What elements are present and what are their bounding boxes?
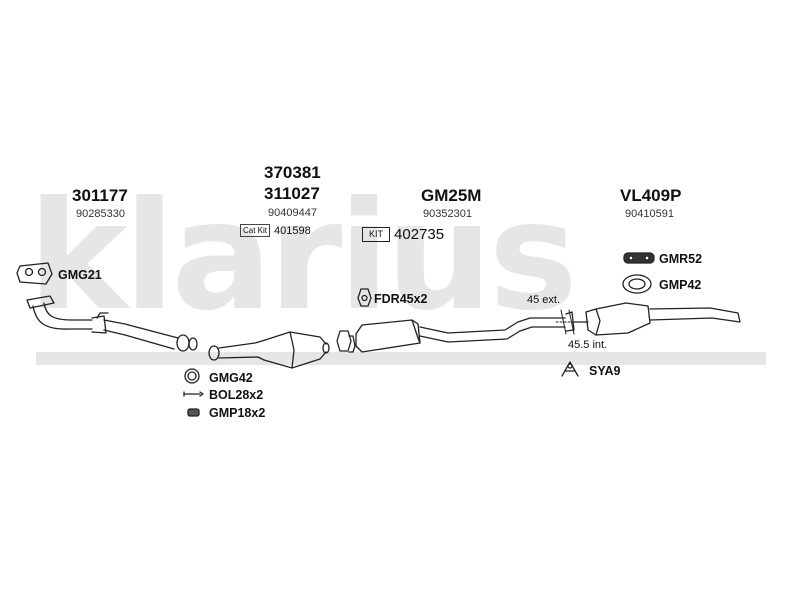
watermark-logo: klarius	[28, 170, 578, 344]
annotation-int: 45.5 int.	[568, 339, 608, 351]
dimension-marker	[555, 309, 581, 335]
accessory-gmp42[interactable]: GMP42	[659, 278, 702, 292]
catkit-number: 401598	[274, 224, 311, 237]
gasket-ring-icon-gmg42	[184, 368, 200, 384]
accessory-gmg42[interactable]: GMG42	[209, 371, 253, 385]
accessory-gmp18[interactable]: GMP18x2	[209, 406, 266, 420]
catkit-label: Cat Kit	[240, 224, 271, 237]
annotation-ext: 45 ext.	[527, 294, 561, 306]
flange-icon-fdr45	[336, 288, 372, 353]
bolt-icon-bol28	[183, 391, 204, 397]
front-pipe-301177	[26, 295, 198, 352]
clamp-icon-gmp18	[187, 408, 200, 417]
part-number-gm25m[interactable]: GM25M	[421, 186, 482, 205]
rear-silencer-vl409p	[565, 302, 741, 336]
kit-number: 402735	[394, 226, 445, 243]
part-number-301177[interactable]: 301177	[72, 186, 128, 205]
accessory-bol28[interactable]: BOL28x2	[209, 388, 264, 402]
part-number-311027[interactable]: 311027	[264, 184, 320, 203]
catalytic-converter-311027	[208, 331, 330, 369]
accessory-gmr52[interactable]: GMR52	[659, 252, 703, 266]
kit-label: KIT	[362, 227, 391, 242]
accessory-fdr45[interactable]: FDR45x2	[374, 292, 428, 306]
accessory-gmg21[interactable]: GMG21	[58, 268, 102, 282]
middle-silencer-gm25m	[355, 317, 566, 353]
part-number-vl409p[interactable]: VL409P	[620, 186, 682, 205]
hanger-icon-gmr52	[623, 252, 655, 264]
catkit-row[interactable]: Cat Kit 401598	[240, 224, 311, 237]
mount-icon-gmp42	[622, 274, 652, 294]
oe-number-90285330: 90285330	[76, 208, 125, 220]
hanger-icon-sya9	[561, 361, 579, 377]
oe-number-90352301: 90352301	[423, 208, 472, 220]
oe-number-90409447: 90409447	[268, 207, 317, 219]
accessory-sya9[interactable]: SYA9	[589, 364, 621, 378]
oe-number-90410591: 90410591	[625, 208, 674, 220]
kit-row[interactable]: KIT 402735	[362, 226, 444, 243]
gasket-icon-gmg21	[16, 262, 53, 285]
part-number-370381[interactable]: 370381	[264, 163, 321, 182]
